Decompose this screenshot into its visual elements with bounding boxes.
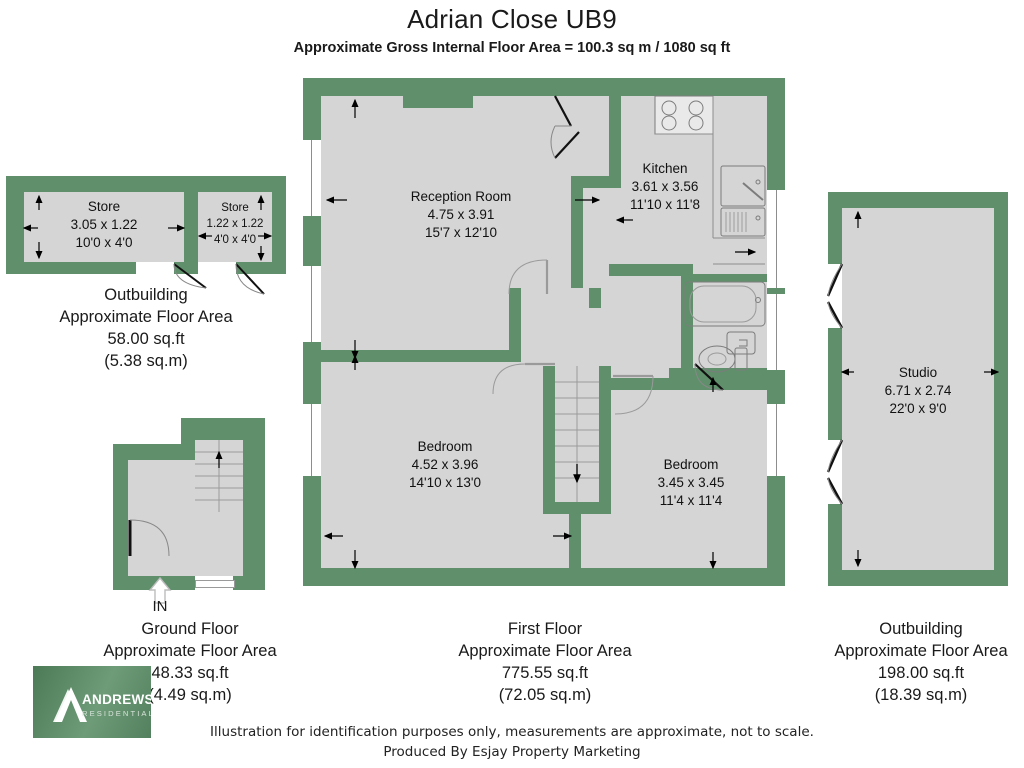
partition-kitchen-bottom xyxy=(609,264,693,276)
studio-imperial: 22'0 x 9'0 xyxy=(889,401,947,416)
bedroom1-label: Bedroom 4.52 x 3.96 14'10 x 13'0 xyxy=(355,438,535,492)
first-floor-caption-line3: 775.55 sq.ft xyxy=(501,664,589,682)
left-outbuilding-plan: Store 3.05 x 1.22 10'0 x 4'0 Store 1.22 … xyxy=(6,176,286,295)
partition-landing-right xyxy=(589,288,601,308)
store1-door-opening xyxy=(136,262,174,274)
right-outbuilding-caption-line1: Outbuilding xyxy=(879,620,963,638)
ground-floor-plan xyxy=(113,418,265,590)
store1-imperial: 10'0 x 4'0 xyxy=(75,235,133,250)
partition-bed2-top xyxy=(611,378,767,390)
reception-room-imperial: 15'7 x 12'10 xyxy=(425,225,497,240)
ground-floor-caption-line3: 48.33 sq.ft xyxy=(151,664,229,682)
partition-hall-step xyxy=(509,288,521,362)
partition-bath-mid xyxy=(681,274,767,282)
bedroom1-name: Bedroom xyxy=(417,439,473,454)
logo-name: ANDREWS xyxy=(82,692,151,707)
wall-notch-top xyxy=(403,96,473,108)
right-outbuilding-caption-line2: Approximate Floor Area xyxy=(834,642,1008,660)
bedroom1-imperial: 14'10 x 13'0 xyxy=(409,475,481,490)
left-outbuilding-caption-line2: Approximate Floor Area xyxy=(59,308,233,326)
logo-subtitle: RESIDENTIAL xyxy=(82,709,151,718)
store2-metric: 1.22 x 1.22 xyxy=(206,218,264,230)
first-floor-caption-line2: Approximate Floor Area xyxy=(458,642,632,660)
footer-line-2: Produced By Esjay Property Marketing xyxy=(383,744,641,760)
window-left-bedroom xyxy=(303,404,321,476)
studio-plan: Studio 6.71 x 2.74 22'0 x 9'0 xyxy=(826,192,1008,586)
reception-room-name: Reception Room xyxy=(410,189,512,204)
left-outbuilding-caption-line4: (5.38 sq.m) xyxy=(104,352,188,370)
partition-kitchen-left xyxy=(609,96,621,182)
window-right-kitchen-line xyxy=(776,190,777,288)
bedroom2-metric: 3.45 x 3.45 xyxy=(657,475,725,490)
kitchen-metric: 3.61 x 3.56 xyxy=(631,179,699,194)
partition-hall-vert xyxy=(571,182,583,288)
andrews-residential-logo: ANDREWS RESIDENTIAL xyxy=(33,666,151,738)
bedroom2-name: Bedroom xyxy=(663,457,719,472)
window-left-bedroom-line xyxy=(311,404,312,476)
store2-imperial: 4'0 x 4'0 xyxy=(213,234,257,246)
kitchen-fixtures xyxy=(323,95,766,570)
ground-floor-caption-line1: Ground Floor xyxy=(141,620,239,638)
page-subtitle: Approximate Gross Internal Floor Area = … xyxy=(293,40,731,56)
studio-floor xyxy=(842,208,994,570)
window-left-upper xyxy=(303,140,321,216)
footer-line-1: Illustration for identification purposes… xyxy=(210,724,814,740)
first-floor-plan: Reception Room 4.75 x 3.91 15'7 x 12'10 … xyxy=(303,78,785,586)
store2-floor xyxy=(198,192,272,262)
store2-door-opening xyxy=(198,262,236,274)
studio-label: Studio 6.71 x 2.74 22'0 x 9'0 xyxy=(846,364,990,418)
entrance-arrow-icon xyxy=(148,576,172,604)
bedroom1-metric: 4.52 x 3.96 xyxy=(411,457,479,472)
first-floor-caption-line4: (72.05 sq.m) xyxy=(498,686,592,704)
partition-bath-bottom xyxy=(669,368,767,380)
ground-floor-caption-line2: Approximate Floor Area xyxy=(103,642,277,660)
entrance-label: IN xyxy=(152,598,168,615)
kitchen-imperial: 11'10 x 11'8 xyxy=(630,197,700,212)
bedroom2-label: Bedroom 3.45 x 3.45 11'4 x 11'4 xyxy=(621,456,761,510)
store1-floor xyxy=(24,192,184,262)
right-outbuilding-caption-line3: 198.00 sq.ft xyxy=(877,664,965,682)
reception-room-metric: 4.75 x 3.91 xyxy=(427,207,495,222)
right-outbuilding-caption: Outbuilding Approximate Floor Area 198.0… xyxy=(786,618,1024,706)
partition-bath-left xyxy=(681,264,693,380)
partition-hall-horiz xyxy=(571,176,621,188)
ground-floor-caption-line4: (4.49 sq.m) xyxy=(148,686,232,704)
footer: Illustration for identification purposes… xyxy=(0,722,1024,762)
studio-metric: 6.71 x 2.74 xyxy=(884,383,952,398)
window-left-lower-line xyxy=(311,266,312,342)
left-outbuilding-caption-line1: Outbuilding xyxy=(104,286,188,304)
ground-floor-caption: Ground Floor Approximate Floor Area 48.3… xyxy=(56,618,324,706)
partition-bed1-top xyxy=(321,350,521,362)
window-left-lower xyxy=(303,266,321,342)
first-floor-caption-line1: First Floor xyxy=(507,620,583,638)
partition-stair-right xyxy=(599,366,611,514)
ground-floor-details xyxy=(128,440,243,557)
right-outbuilding-caption-line4: (18.39 sq.m) xyxy=(874,686,968,704)
studio-name: Studio xyxy=(898,365,938,380)
store1-metric: 3.05 x 1.22 xyxy=(70,217,138,232)
reception-room-label: Reception Room 4.75 x 3.91 15'7 x 12'10 xyxy=(371,188,551,242)
window-left-upper-line xyxy=(311,140,312,216)
ground-threshold-line xyxy=(195,580,235,588)
left-outbuilding-caption: Outbuilding Approximate Floor Area 58.00… xyxy=(18,284,274,372)
page-title: Adrian Close UB9 xyxy=(407,4,617,34)
kitchen-label: Kitchen 3.61 x 3.56 11'10 x 11'8 xyxy=(613,160,717,214)
store1-label: Store 3.05 x 1.22 10'0 x 4'0 xyxy=(24,198,184,252)
kitchen-name: Kitchen xyxy=(642,161,688,176)
store-dimension-arrows xyxy=(22,194,273,295)
window-right-bath-line xyxy=(776,294,777,370)
left-outbuilding-caption-line3: 58.00 sq.ft xyxy=(107,330,185,348)
studio-details xyxy=(826,210,1000,568)
store1-name: Store xyxy=(87,199,121,214)
window-right-bedroom-line xyxy=(776,404,777,476)
bedroom2-imperial: 11'4 x 11'4 xyxy=(659,493,723,508)
partition-stair-left xyxy=(543,366,555,514)
roof-mark-icon xyxy=(53,687,87,722)
store2-name: Store xyxy=(221,202,249,214)
first-floor-caption: First Floor Approximate Floor Area 775.5… xyxy=(410,618,680,706)
store2-label: Store 1.22 x 1.22 4'0 x 4'0 xyxy=(196,200,274,248)
partition-stair-stub xyxy=(569,508,581,568)
